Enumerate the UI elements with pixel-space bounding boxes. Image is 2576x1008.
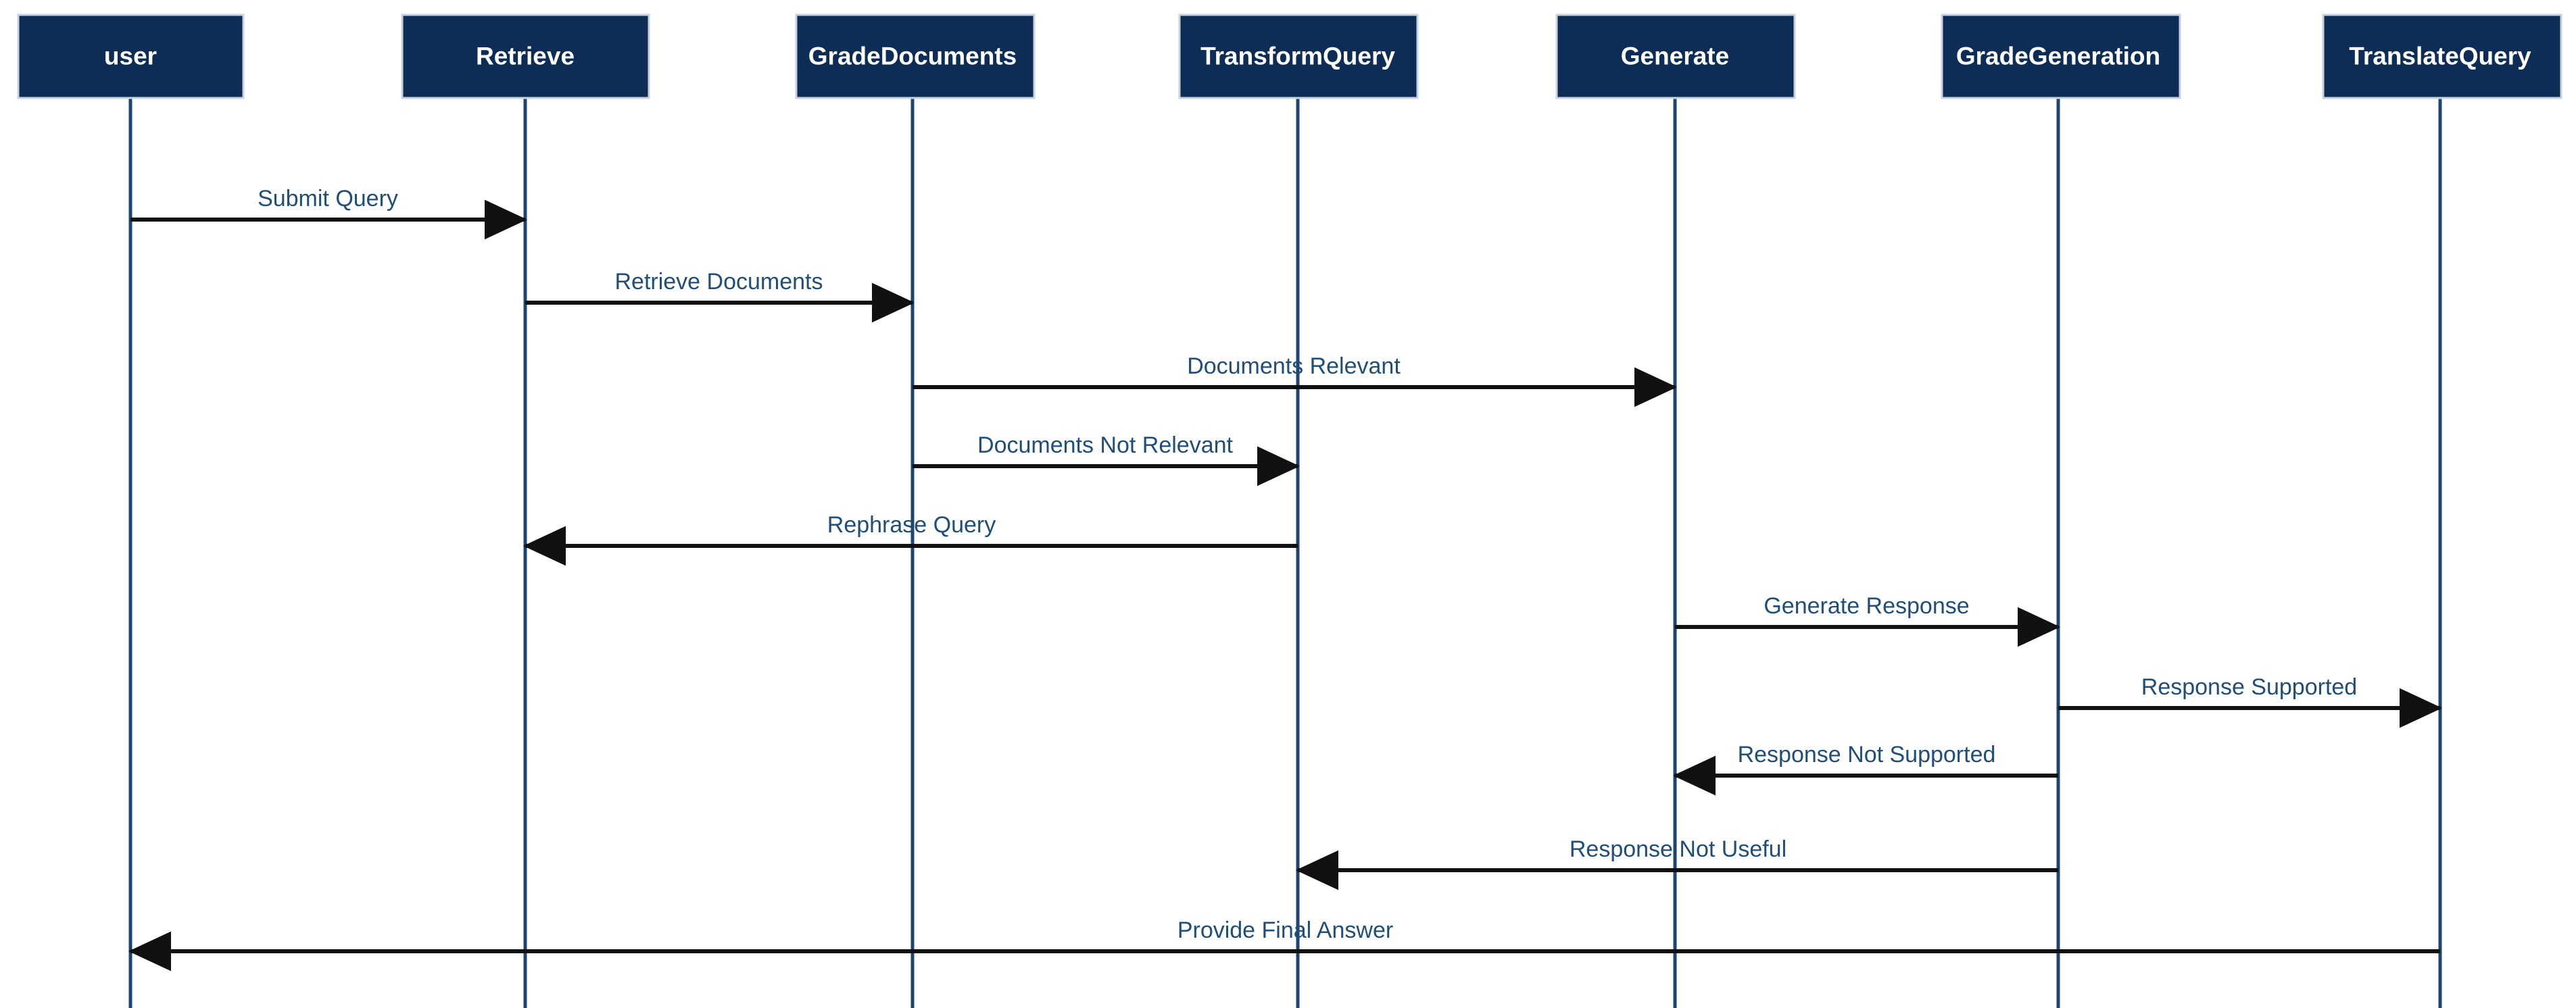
message-label: Rephrase Query [827, 512, 996, 538]
message-m2[interactable]: Retrieve Documents [525, 269, 915, 323]
participant-label: TransformQuery [1200, 42, 1395, 70]
participant-gradedocuments[interactable]: GradeDocuments [795, 14, 1036, 99]
message-m10[interactable]: Provide Final Answer [128, 917, 2440, 972]
participant-box [1941, 14, 2181, 99]
participant-label: user [104, 42, 157, 70]
message-label: Provide Final Answer [1177, 917, 1393, 943]
message-m9[interactable]: Response Not Useful [1296, 836, 2058, 890]
participant-box [2322, 14, 2562, 99]
participant-box [17, 14, 245, 99]
message-m8[interactable]: Response Not Supported [1673, 742, 2058, 796]
participant-box [1555, 14, 1796, 99]
message-m5[interactable]: Rephrase Query [523, 512, 1298, 566]
message-label: Submit Query [258, 186, 398, 211]
message-label: Generate Response [1764, 593, 1969, 619]
participant-transformquery[interactable]: TransformQuery [1178, 14, 1419, 99]
participant-label: Generate [1621, 42, 1729, 70]
message-m1[interactable]: Submit Query [130, 186, 527, 240]
message-label: Retrieve Documents [614, 269, 823, 295]
participant-label: GradeGeneration [1956, 42, 2160, 70]
message-label: Documents Relevant [1187, 353, 1401, 379]
participant-retrieve[interactable]: Retrieve [401, 14, 650, 99]
message-label: Documents Not Relevant [977, 432, 1234, 458]
participants-layer: user Retrieve GradeDocuments TransformQuery… [17, 14, 2562, 99]
message-label: Response Not Supported [1738, 742, 1996, 767]
participant-user[interactable]: user [17, 14, 245, 99]
message-m4[interactable]: Documents Not Relevant [913, 432, 1300, 486]
participant-label: Retrieve [476, 42, 575, 70]
participant-box [1178, 14, 1419, 99]
message-label: Response Supported [2141, 674, 2357, 700]
participant-generate[interactable]: Generate [1555, 14, 1796, 99]
message-label: Response Not Useful [1570, 836, 1787, 862]
participant-label: TranslateQuery [2349, 42, 2531, 70]
participant-box [795, 14, 1036, 99]
lifelines-layer [128, 98, 2442, 1008]
message-m7[interactable]: Response Supported [2058, 674, 2442, 728]
participant-gradegeneration[interactable]: GradeGeneration [1941, 14, 2181, 99]
participant-translatequery[interactable]: TranslateQuery [2322, 14, 2562, 99]
message-m6[interactable]: Generate Response [1675, 593, 2060, 647]
participant-label: GradeDocuments [808, 42, 1017, 70]
message-m3[interactable]: Documents Relevant [913, 353, 1677, 407]
participant-box [401, 14, 650, 99]
